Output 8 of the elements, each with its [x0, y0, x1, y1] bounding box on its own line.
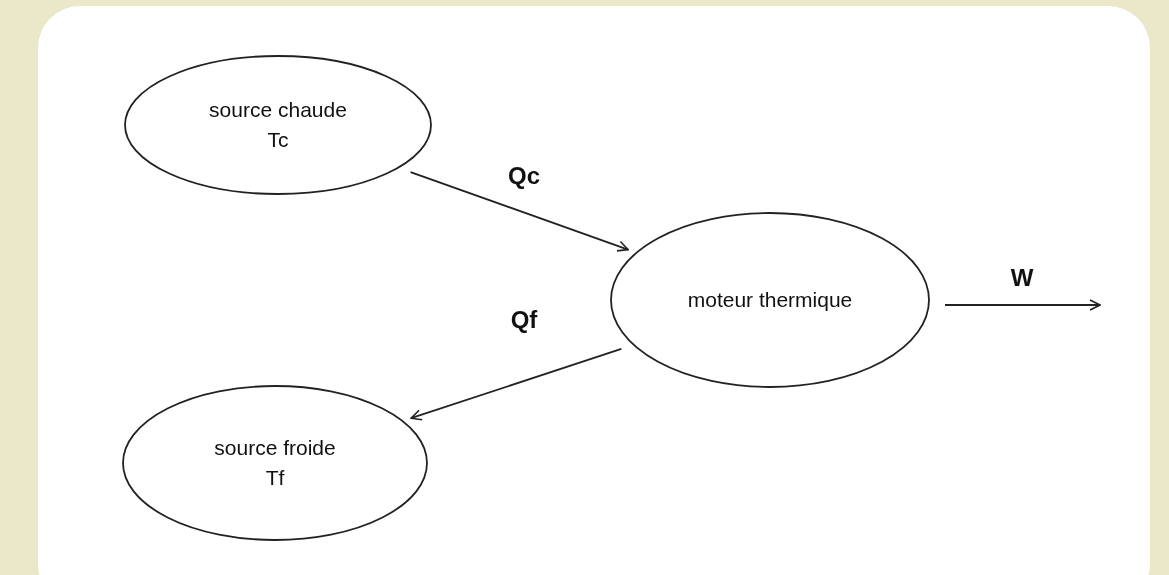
node-label: source froide — [214, 435, 336, 461]
node-label: source chaude — [209, 97, 347, 123]
arrow — [409, 171, 629, 252]
node-label: Tc — [267, 127, 289, 153]
arrow — [410, 348, 623, 421]
arrow — [944, 299, 1101, 311]
node-label: moteur thermique — [687, 287, 853, 313]
node-label: Tf — [265, 465, 285, 491]
